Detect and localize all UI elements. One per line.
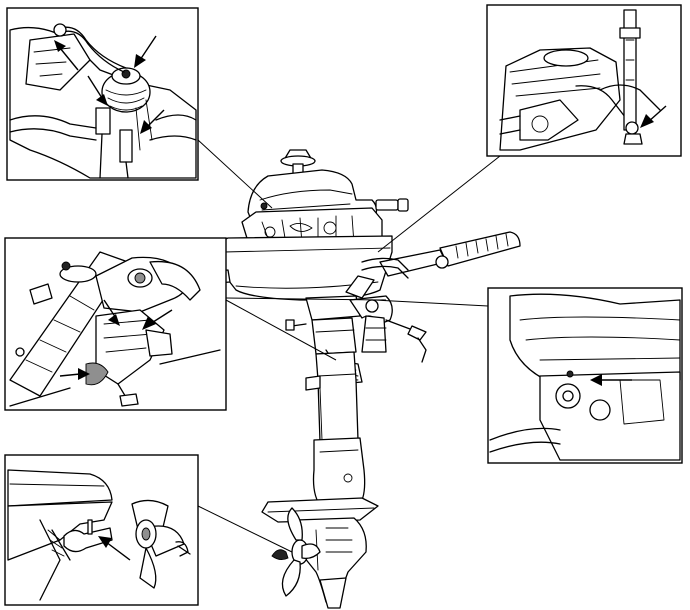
callout-top-right-arrow [640, 105, 667, 128]
leader-lines [197, 139, 501, 553]
callout-bottom-left-arrow [98, 536, 131, 561]
clamp-bracket [285, 295, 427, 385]
gearcase [261, 437, 379, 609]
tiller-handle [345, 231, 521, 299]
propeller [271, 507, 321, 597]
callout-top-left-arrows [54, 35, 165, 134]
callout-top-left [6, 7, 199, 181]
callout-mid-right-arrow [590, 374, 632, 386]
callout-top-right [486, 4, 682, 157]
outboard-motor [203, 149, 521, 609]
callout-mid-right [487, 287, 683, 464]
driveshaft-housing [305, 351, 359, 443]
powerhead [241, 149, 409, 249]
callout-bottom-left [4, 454, 199, 606]
callout-mid-left [4, 237, 227, 411]
callout-mid-left-arrows [59, 299, 173, 380]
